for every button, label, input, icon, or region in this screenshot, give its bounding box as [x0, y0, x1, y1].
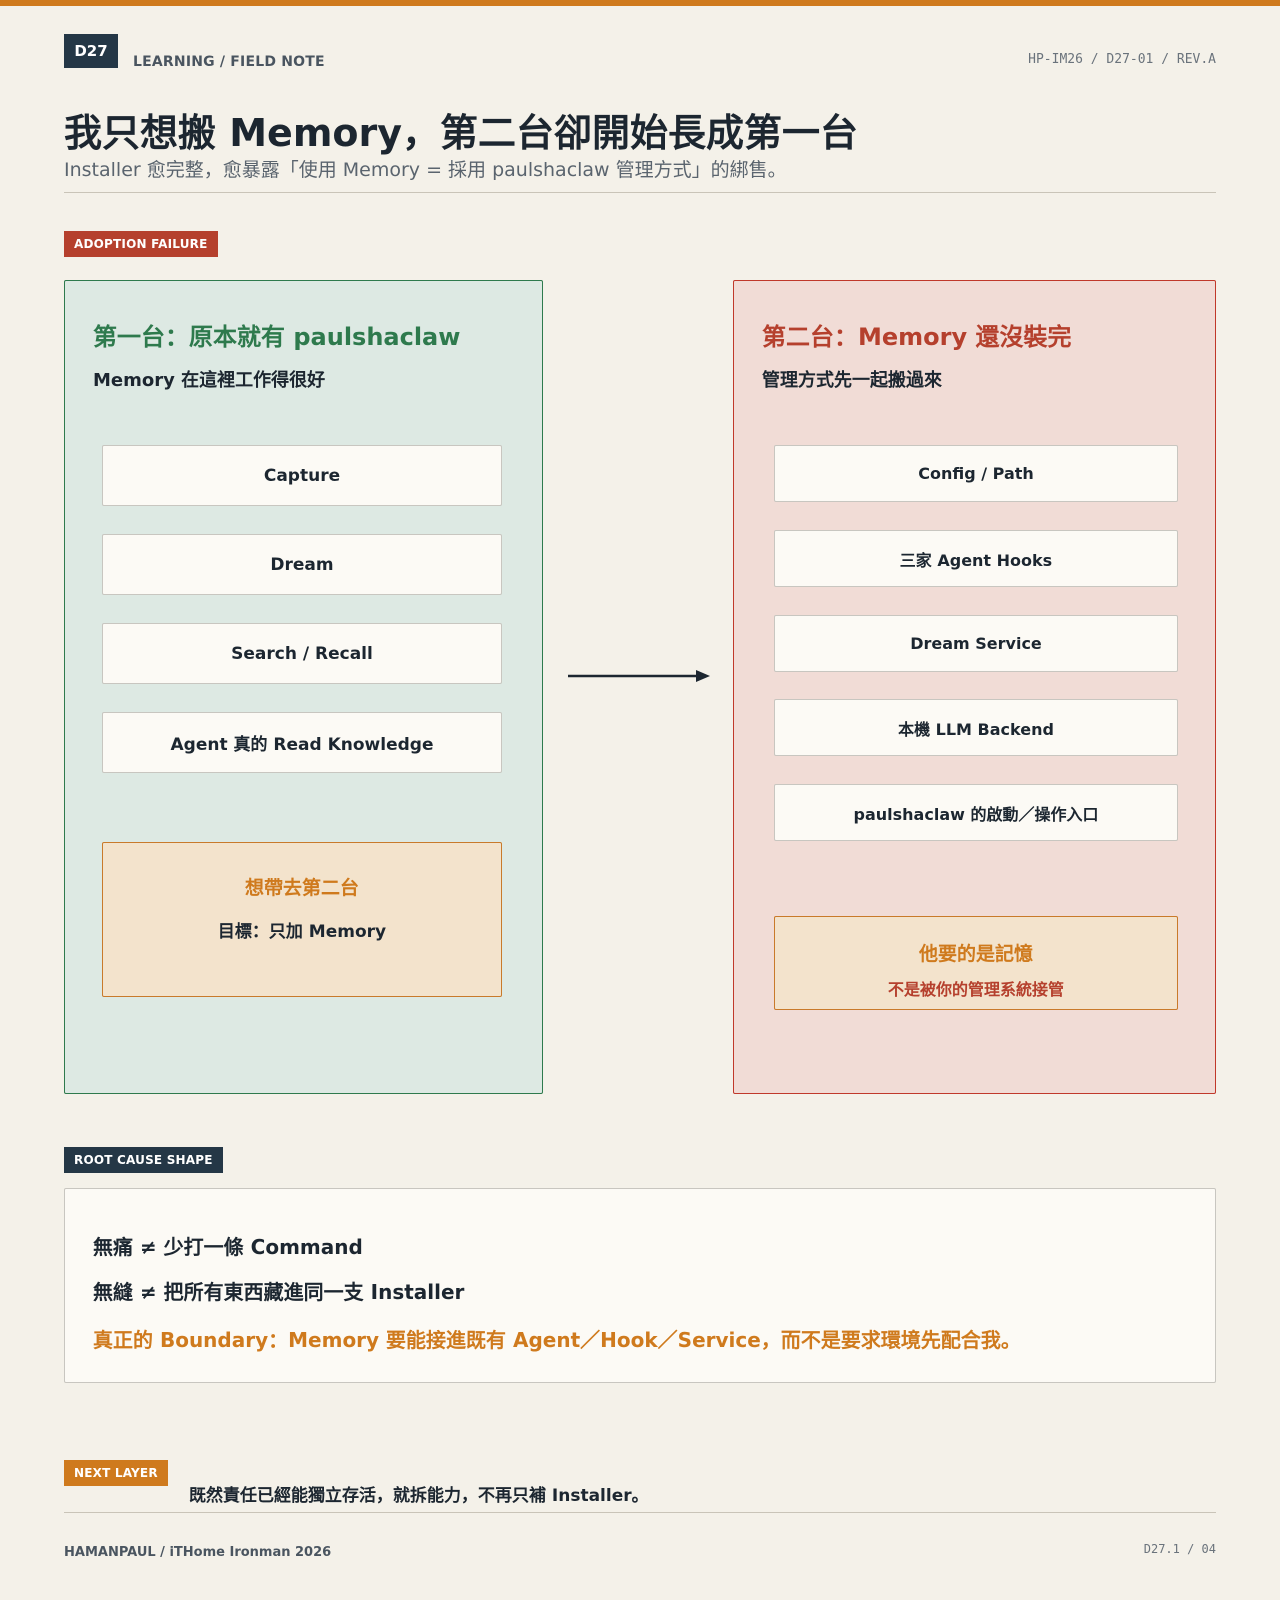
footer-page-code: D27.1 / 04 [1143, 1542, 1216, 1556]
second-machine-panel: 第二台：Memory 還沒裝完 管理方式先一起搬過來 Config / Path… [733, 280, 1216, 1094]
root-cause-boundary: 真正的 Boundary：Memory 要能接進既有 Agent／Hook／Se… [93, 1328, 1021, 1352]
capability-box-dream: Dream [102, 534, 502, 595]
footer-divider [64, 1512, 1216, 1513]
root-cause-tag: ROOT CAUSE SHAPE [64, 1147, 223, 1173]
day-badge: D27 [64, 34, 118, 68]
page-subtitle: Installer 愈完整，愈暴露「使用 Memory = 採用 paulsha… [64, 159, 787, 181]
callout-title: 他要的是記憶 [918, 943, 1033, 965]
next-layer-text: 既然責任已經能獨立存活，就拆能力，不再只補 Installer。 [189, 1486, 649, 1506]
requirement-box-entry-point: paulshaclaw 的啟動／操作入口 [774, 784, 1178, 841]
first-machine-subtitle: Memory 在這裡工作得很好 [93, 370, 326, 391]
requirement-box-dream-service: Dream Service [774, 615, 1178, 672]
adoption-failure-tag: ADOPTION FAILURE [64, 231, 218, 257]
arrow-right-icon [568, 670, 710, 682]
footer-author: HAMANPAUL / iTHome Ironman 2026 [64, 1545, 332, 1560]
first-machine-panel: 第一台：原本就有 paulshaclaw Memory 在這裡工作得很好 Cap… [64, 280, 543, 1094]
requirement-box-llm-backend: 本機 LLM Backend [774, 699, 1178, 756]
callout-text: 目標：只加 Memory [217, 922, 387, 942]
requirement-box-agent-hooks: 三家 Agent Hooks [774, 530, 1178, 587]
callout-text: 不是被你的管理系統接管 [887, 980, 1064, 999]
root-cause-line-2: 無縫 ≠ 把所有東西藏進同一支 Installer [93, 1280, 465, 1304]
callout-title: 想帶去第二台 [244, 877, 359, 899]
second-machine-subtitle: 管理方式先一起搬過來 [762, 370, 942, 391]
capability-box-read-knowledge: Agent 真的 Read Knowledge [102, 712, 502, 773]
root-cause-box: 無痛 ≠ 少打一條 Command 無縫 ≠ 把所有東西藏進同一支 Instal… [64, 1188, 1216, 1383]
second-machine-callout: 他要的是記憶 不是被你的管理系統接管 [774, 916, 1178, 1010]
document-code: HP-IM26 / D27-01 / REV.A [1028, 52, 1216, 67]
first-machine-title: 第一台：原本就有 paulshaclaw [93, 323, 461, 351]
capability-box-search-recall: Search / Recall [102, 623, 502, 684]
top-accent-bar [0, 0, 1280, 6]
next-layer-tag: NEXT LAYER [64, 1460, 168, 1486]
page-title: 我只想搬 Memory，第二台卻開始長成第一台 [64, 111, 859, 155]
header-divider [64, 192, 1216, 193]
requirement-box-config-path: Config / Path [774, 445, 1178, 502]
second-machine-title: 第二台：Memory 還沒裝完 [762, 323, 1072, 351]
kicker-label: LEARNING / FIELD NOTE [133, 54, 325, 70]
capability-box-capture: Capture [102, 445, 502, 506]
root-cause-line-1: 無痛 ≠ 少打一條 Command [93, 1235, 363, 1259]
first-machine-callout: 想帶去第二台 目標：只加 Memory [102, 842, 502, 997]
